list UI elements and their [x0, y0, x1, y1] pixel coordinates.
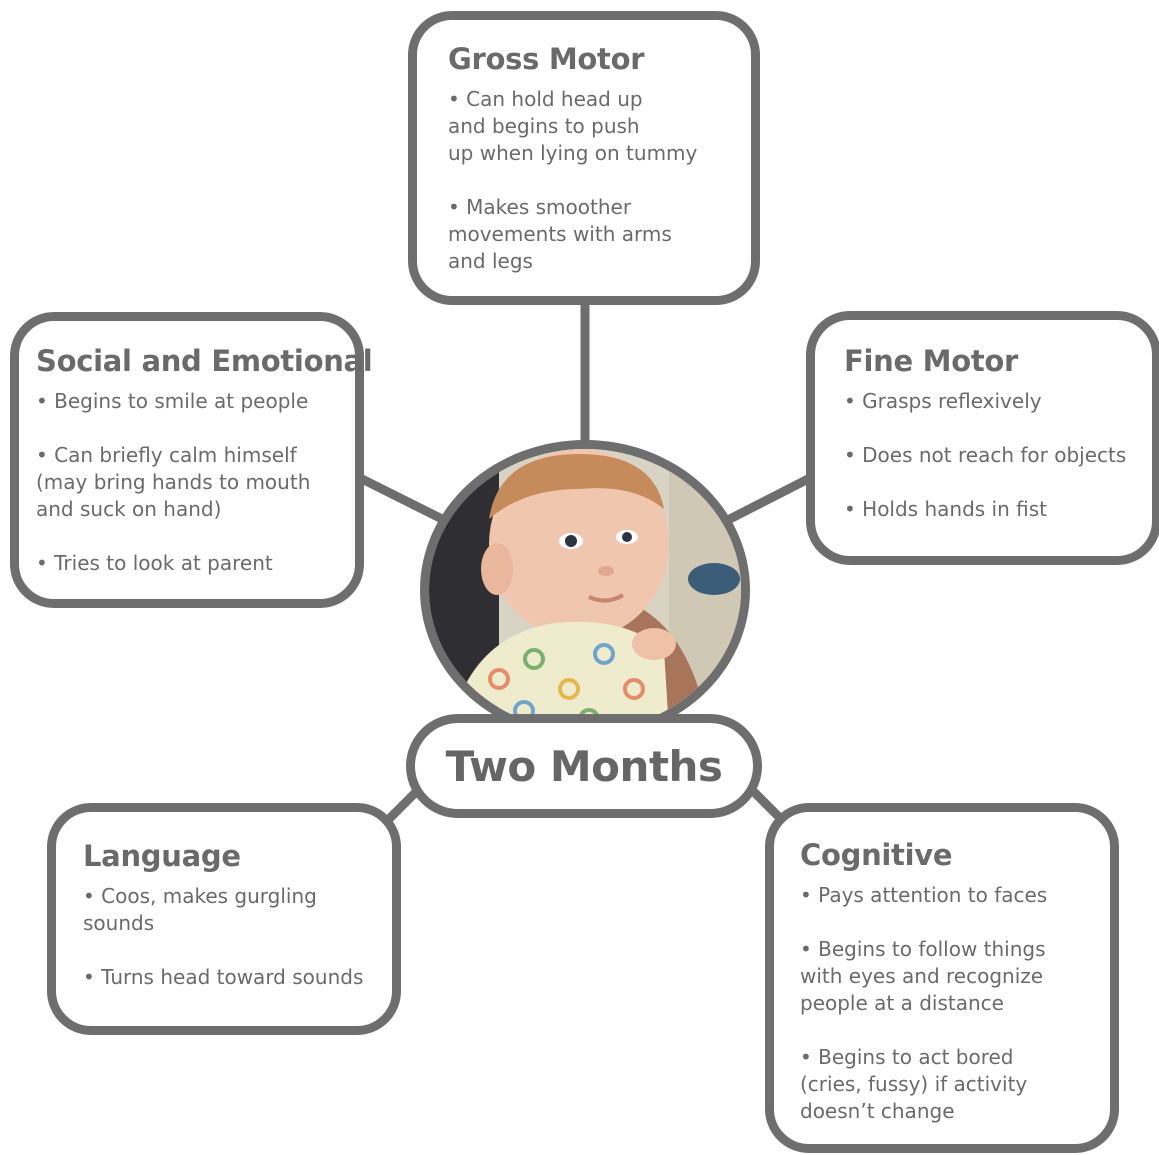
card-title: Language: [83, 839, 241, 873]
connector-fine-motor: [721, 473, 813, 527]
list-item: • Can hold head up and begins to push up…: [448, 87, 698, 165]
list-item: • Holds hands in fist: [844, 497, 1047, 521]
list-item: • Tries to look at parent: [36, 551, 273, 575]
list-item: • Begins to follow things with eyes and …: [800, 937, 1046, 1015]
baby-illustration: [429, 449, 741, 731]
baby-photo: [420, 440, 750, 740]
card-fine-motor: Fine Motor • Grasps reflexively • Does n…: [806, 311, 1159, 565]
list-item: • Turns head toward sounds: [83, 965, 364, 989]
connector-social-emotional: [357, 473, 451, 527]
list-item: • Can briefly calm himself (may bring ha…: [36, 443, 311, 521]
list-item: • Pays attention to faces: [800, 883, 1048, 907]
center-title-pill: Two Months: [406, 714, 762, 818]
card-language: Language • Coos, makes gurgling sounds •…: [47, 803, 401, 1035]
list-item: • Begins to act bored (cries, fussy) if …: [800, 1045, 1028, 1123]
card-title: Fine Motor: [844, 344, 1019, 378]
card-social-emotional: Social and Emotional • Begins to smile a…: [10, 312, 373, 608]
card-title: Cognitive: [800, 838, 953, 872]
center-title: Two Months: [445, 741, 723, 791]
connector-language: [384, 786, 422, 824]
list-item: • Does not reach for objects: [844, 443, 1127, 467]
list-item: • Grasps reflexively: [844, 389, 1042, 413]
list-item: • Begins to smile at people: [36, 389, 309, 413]
card-gross-motor: Gross Motor • Can hold head up and begin…: [408, 11, 760, 305]
list-item: • Coos, makes gurgling sounds: [83, 884, 317, 935]
card-title: Social and Emotional: [36, 344, 373, 378]
card-title: Gross Motor: [448, 42, 645, 76]
card-cognitive: Cognitive • Pays attention to faces • Be…: [765, 803, 1119, 1153]
list-item: • Makes smoother movements with arms and…: [448, 195, 672, 273]
